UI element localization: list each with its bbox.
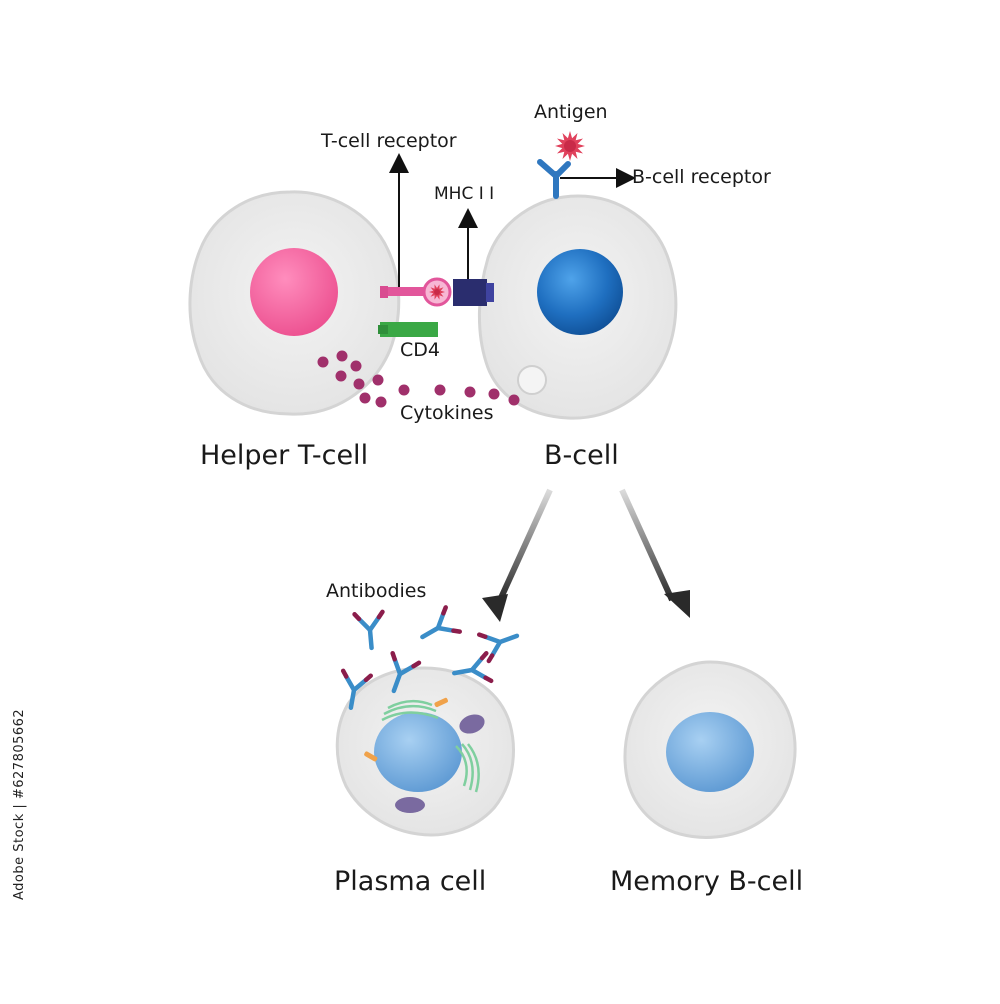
cytokine-dot <box>359 392 371 404</box>
cytokines <box>317 350 520 408</box>
antigen-icon <box>555 131 585 161</box>
plasma-cell <box>335 666 515 837</box>
cytokine-dot <box>398 384 410 396</box>
cytokine-dot <box>488 388 500 400</box>
label-mhc-ii: MHC I I <box>434 184 495 204</box>
label-plasma-cell: Plasma cell <box>334 866 487 897</box>
cytokine-dot <box>317 356 329 368</box>
antibody-icon <box>420 605 462 640</box>
label-cytokines: Cytokines <box>400 402 494 424</box>
t-cell-nucleus <box>250 248 338 336</box>
antibody-icon <box>476 632 520 664</box>
cytokine-dot <box>336 350 348 362</box>
b-cell-receptor <box>537 159 571 199</box>
label-helper-t-cell: Helper T-cell <box>200 440 369 471</box>
antibody-icon <box>340 668 373 710</box>
antibodies <box>340 605 520 710</box>
cytokine-dot <box>508 394 520 406</box>
endoplasmic-reticulum <box>455 743 480 793</box>
label-t-cell-receptor: T-cell receptor <box>321 130 457 152</box>
vesicle <box>434 697 448 708</box>
mitochondrion <box>459 714 485 734</box>
cytokine-dot <box>372 374 384 386</box>
b-cell-nucleus <box>537 249 623 335</box>
cytokine-dot <box>434 384 446 396</box>
antibody-icon <box>390 650 422 694</box>
differentiation-arrow-right <box>619 488 690 618</box>
cd4 <box>378 322 438 337</box>
antibody-icon <box>352 609 385 651</box>
presented-antigen-icon <box>429 284 445 300</box>
differentiation-arrow-left <box>482 488 553 622</box>
label-antigen: Antigen <box>534 101 608 123</box>
cytokine-dot <box>350 360 362 372</box>
memory-b-cell-nucleus <box>666 712 754 792</box>
antibody-icon <box>452 651 494 684</box>
label-b-cell-receptor: B-cell receptor <box>632 166 771 188</box>
cytokine-dot <box>464 386 476 398</box>
label-cd4: CD4 <box>400 339 440 361</box>
cytokine-dot <box>375 396 387 408</box>
b-cell-bud <box>517 365 547 395</box>
golgi-apparatus <box>381 699 439 722</box>
plasma-cell-nucleus <box>374 712 462 792</box>
cytokine-dot <box>335 370 347 382</box>
label-antibodies: Antibodies <box>326 580 427 602</box>
memory-b-cell <box>623 660 797 839</box>
label-memory-b-cell: Memory B-cell <box>610 866 804 897</box>
cytokine-dot <box>353 378 365 390</box>
stock-id-text: Adobe Stock | #627805662 <box>12 708 27 900</box>
helper-t-cell <box>188 190 401 416</box>
mitochondrion <box>395 797 425 813</box>
b-cell <box>477 194 678 420</box>
mhc-ii <box>453 279 494 306</box>
label-b-cell: B-cell <box>544 440 619 471</box>
vesicle <box>364 751 378 762</box>
